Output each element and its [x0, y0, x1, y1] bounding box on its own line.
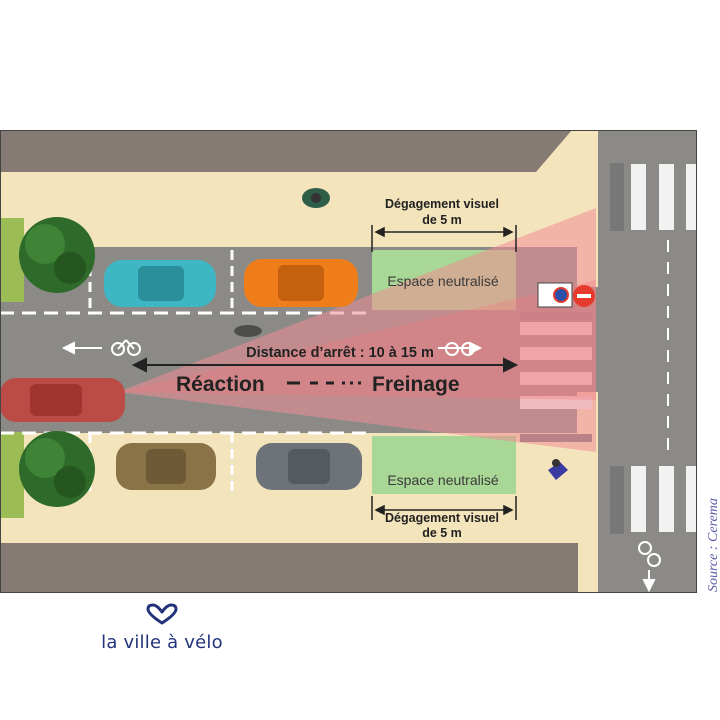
reaction-label: Réaction	[176, 373, 265, 396]
logo-text: la ville à vélo	[101, 632, 223, 653]
neutral-zone-bottom	[372, 436, 516, 494]
car-red-moving-icon	[0, 378, 125, 422]
tree-bottom-icon	[19, 431, 95, 507]
tree-top-icon	[19, 217, 95, 293]
logo: la ville à vélo	[72, 603, 252, 653]
pedestrian-crossing-icon	[548, 459, 568, 480]
crosswalk-cross-bottom	[631, 466, 697, 532]
no-entry-sign-icon	[573, 285, 595, 307]
car-grey-icon	[256, 443, 362, 490]
degagement-bottom-line2: de 5 m	[422, 526, 462, 540]
dimension-bottom	[371, 496, 517, 520]
car-brown-icon	[116, 443, 216, 490]
tactile-strip	[610, 163, 624, 231]
crosswalk-cross-top	[631, 164, 697, 230]
tactile-strip	[610, 466, 624, 534]
car-orange-icon	[244, 259, 358, 307]
degagement-top-line2: de 5 m	[422, 213, 462, 227]
bike-arrow-left	[61, 339, 141, 356]
building-bottom	[0, 543, 578, 593]
espace-neutralise-bottom: Espace neutralisé	[387, 472, 499, 488]
diagram-frame	[0, 130, 697, 593]
espace-neutralise-top: Espace neutralisé	[387, 273, 499, 289]
heart-bike-icon	[146, 603, 178, 625]
building-top	[0, 130, 572, 172]
bike-marking-cross	[638, 541, 661, 593]
vision-cone	[118, 208, 596, 452]
freinage-label: Freinage	[372, 373, 460, 396]
vision-cone-core	[118, 280, 596, 400]
degagement-top-line1: Dégagement visuel	[385, 197, 499, 211]
distance-arrow	[131, 357, 519, 373]
cyclist-icon	[234, 325, 262, 337]
degagement-bottom-line1: Dégagement visuel	[385, 511, 499, 525]
bike-arrow-right	[438, 341, 483, 356]
cross-road-center	[598, 287, 610, 392]
dimension-top	[371, 225, 517, 252]
distance-label: Distance d’arrêt : 10 à 15 m	[246, 345, 434, 361]
car-cyan-icon	[104, 260, 216, 307]
pedestrian-sidewalk-icon	[302, 188, 330, 208]
parking-sign-icon	[537, 282, 573, 308]
source-credit: Source : Cerema	[706, 498, 720, 592]
